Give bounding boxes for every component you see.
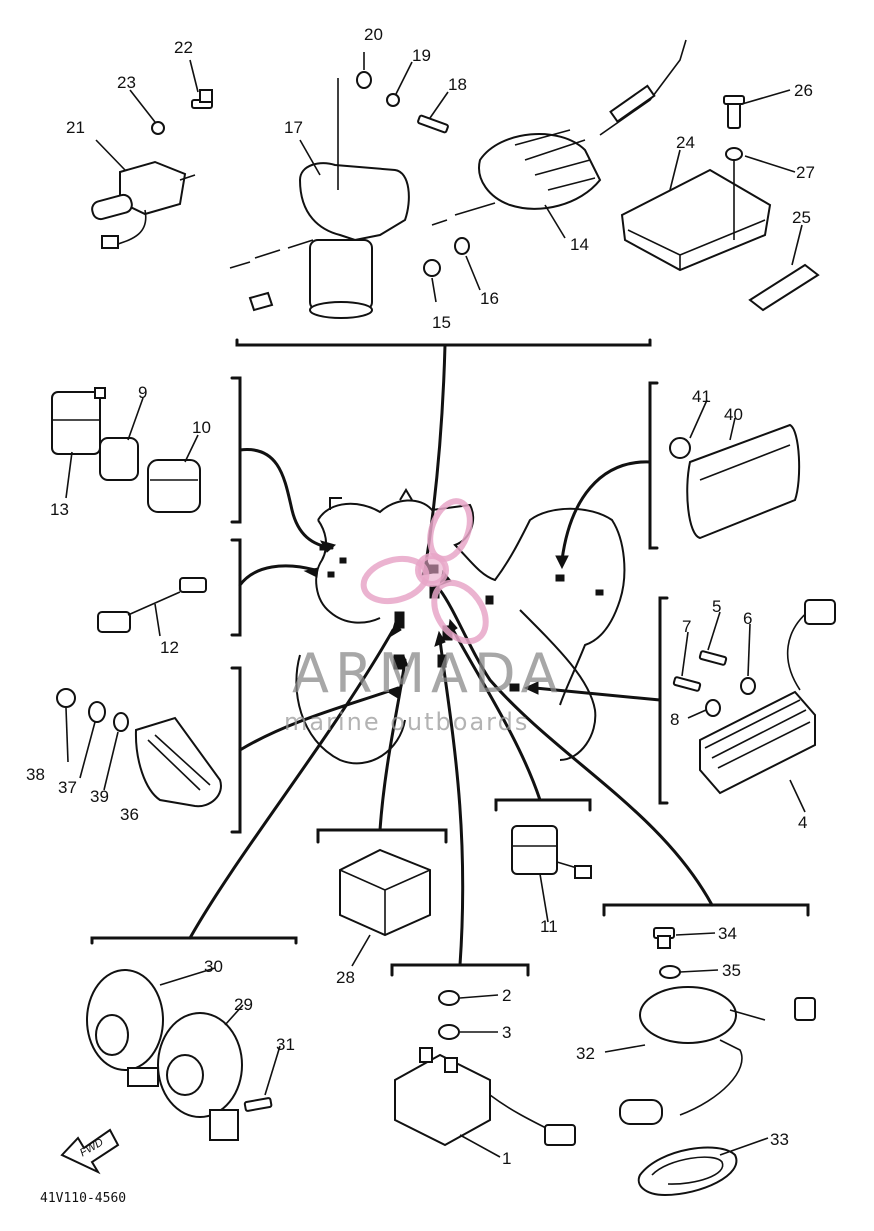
label-part-15: 15 <box>432 313 451 332</box>
part-11-relay <box>511 825 592 879</box>
label-part-19: 19 <box>412 46 431 65</box>
armada-watermark: ARMADA marine outboards <box>284 498 564 736</box>
label-part-18: 18 <box>448 75 467 94</box>
diagram-code: 41V110-4560 <box>40 1191 126 1206</box>
part-22-bolt <box>191 89 213 109</box>
part-37-washer <box>88 701 106 723</box>
label-part-29: 29 <box>234 995 253 1014</box>
part-16-washer <box>454 237 470 255</box>
label-part-38: 38 <box>26 765 45 784</box>
fwd-arrow <box>60 1128 120 1175</box>
part-23-washer <box>151 121 165 135</box>
label-part-12: 12 <box>160 638 179 657</box>
part-21-starter-switch <box>91 160 196 249</box>
label-part-7: 7 <box>682 617 691 636</box>
label-part-30: 30 <box>204 957 223 976</box>
label-part-2: 2 <box>502 986 511 1005</box>
label-part-24: 24 <box>676 133 695 152</box>
label-part-36: 36 <box>120 805 139 824</box>
part-27-washer <box>725 147 743 161</box>
part-8-washer <box>705 699 721 717</box>
part-38-nut <box>56 688 76 708</box>
watermark-tagline: marine outboards <box>284 708 529 736</box>
label-part-33: 33 <box>770 1130 789 1149</box>
label-part-21: 21 <box>66 118 85 137</box>
label-part-11: 11 <box>540 917 558 936</box>
label-part-40: 40 <box>724 405 743 424</box>
part-40-reflector <box>686 423 801 540</box>
part-20-washer <box>356 71 372 89</box>
part-41-grommet <box>669 437 691 459</box>
part-13-relay <box>51 387 106 455</box>
label-part-16: 16 <box>480 289 499 308</box>
part-2-nut <box>438 990 460 1006</box>
part-30-horn <box>86 969 164 1087</box>
part-18-bolt <box>417 114 449 134</box>
part-33-gasket <box>637 1146 738 1197</box>
label-part-31: 31 <box>276 1035 295 1054</box>
part-19-nut <box>386 93 400 107</box>
label-part-28: 28 <box>336 968 355 987</box>
part-6-washer <box>740 677 756 695</box>
propeller-logo <box>360 498 489 645</box>
label-part-27: 27 <box>796 163 815 182</box>
label-part-10: 10 <box>192 418 211 437</box>
part-1-starter-relay <box>394 1047 576 1147</box>
part-9-cap <box>99 437 139 481</box>
label-part-34: 34 <box>718 924 737 943</box>
label-part-32: 32 <box>576 1044 595 1063</box>
part-29-horn <box>157 1012 243 1141</box>
label-part-5: 5 <box>712 597 721 616</box>
part-25-connector <box>748 263 820 312</box>
part-34-bolt <box>653 927 675 949</box>
label-part-1: 1 <box>502 1149 511 1168</box>
part-12-sensor <box>97 577 207 633</box>
label-part-17: 17 <box>284 118 303 137</box>
part-5-bolt <box>698 650 728 666</box>
label-part-13: 13 <box>50 500 69 519</box>
part-3-washer <box>438 1024 460 1040</box>
part-10-cap <box>147 459 201 513</box>
part-number-labels: 1 2 3 4 5 6 7 8 9 10 11 12 13 14 15 16 1… <box>26 25 815 1168</box>
part-35-washer <box>659 965 681 979</box>
part-32-fuel-sender <box>619 986 816 1125</box>
label-part-25: 25 <box>792 208 811 227</box>
group-brackets <box>90 338 810 977</box>
label-part-14: 14 <box>570 235 589 254</box>
watermark-brand: ARMADA <box>292 642 564 705</box>
part-15-nut <box>423 259 441 277</box>
part-28-relay <box>339 848 431 937</box>
label-part-20: 20 <box>364 25 383 44</box>
label-part-3: 3 <box>502 1023 511 1042</box>
part-7-bolt <box>672 676 702 692</box>
part-24-igniter <box>620 168 772 272</box>
part-14-sensor <box>431 39 687 226</box>
label-part-23: 23 <box>117 73 136 92</box>
part-4-rectifier <box>699 599 836 795</box>
part-39-washer <box>113 712 129 732</box>
callout-leaders <box>65 52 806 1158</box>
part-31-bolt <box>243 1097 273 1112</box>
label-part-9: 9 <box>138 383 147 402</box>
label-part-8: 8 <box>670 710 679 729</box>
label-part-26: 26 <box>794 81 813 100</box>
label-part-22: 22 <box>174 38 193 57</box>
label-part-41: 41 <box>692 387 711 406</box>
label-part-39: 39 <box>90 787 109 806</box>
label-part-4: 4 <box>798 813 807 832</box>
part-26-bolt <box>723 95 745 129</box>
label-part-6: 6 <box>743 609 752 628</box>
label-part-37: 37 <box>58 778 77 797</box>
part-36-reflector <box>134 716 222 808</box>
label-part-35: 35 <box>722 961 741 980</box>
part-17-solenoid <box>229 162 410 319</box>
